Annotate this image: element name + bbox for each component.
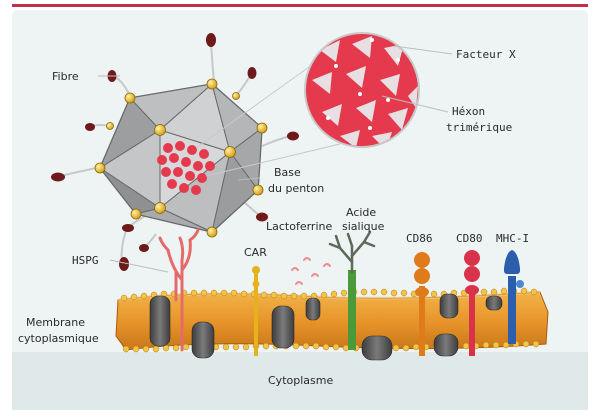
cell-membrane [115,287,549,361]
label-cd80: CD80 [456,232,483,245]
top-rule [12,4,588,7]
label-hexon-line1: Héxon [452,105,485,118]
label-fibre: Fibre [52,70,79,83]
label-cd86: CD86 [406,232,433,245]
label-lactoferrine: Lactoferrine [266,220,332,233]
label-membrane-line1: Membrane [26,316,85,329]
label-membrane-line2: cytoplasmique [18,332,99,345]
label-hexon-line2: trimérique [446,121,512,134]
membrane-proteins [149,293,503,361]
hspg-receptor [158,228,200,352]
label-acide-line2: sialique [342,220,385,233]
hexon-patch [157,141,215,195]
zoom-lines [195,61,341,177]
label-acide-line1: Acide [346,206,376,219]
lactoferrine-molecules [291,257,331,285]
background-panel [12,10,588,410]
label-car: CAR [244,246,267,259]
mhc-i-receptor [504,250,524,344]
leader-lines [98,45,453,273]
label-mhc-i: MHC-I [496,232,529,245]
sialic-acid-receptor [328,230,376,350]
hexon-zoom-circle [304,32,420,148]
car-receptor [252,266,260,356]
label-hspg: HSPG [72,254,99,267]
label-base-line2: du penton [268,182,324,195]
adenovirus-capsid [51,33,299,271]
cytoplasm-area [12,352,588,410]
label-base-line1: Base [274,166,301,179]
label-cytoplasme: Cytoplasme [268,374,333,387]
cd86-receptor [414,252,430,356]
cd80-receptor [464,250,480,356]
fibre-knobs [51,33,299,271]
capsid-vertices [94,78,268,238]
label-facteur-x: Facteur X [456,48,516,61]
